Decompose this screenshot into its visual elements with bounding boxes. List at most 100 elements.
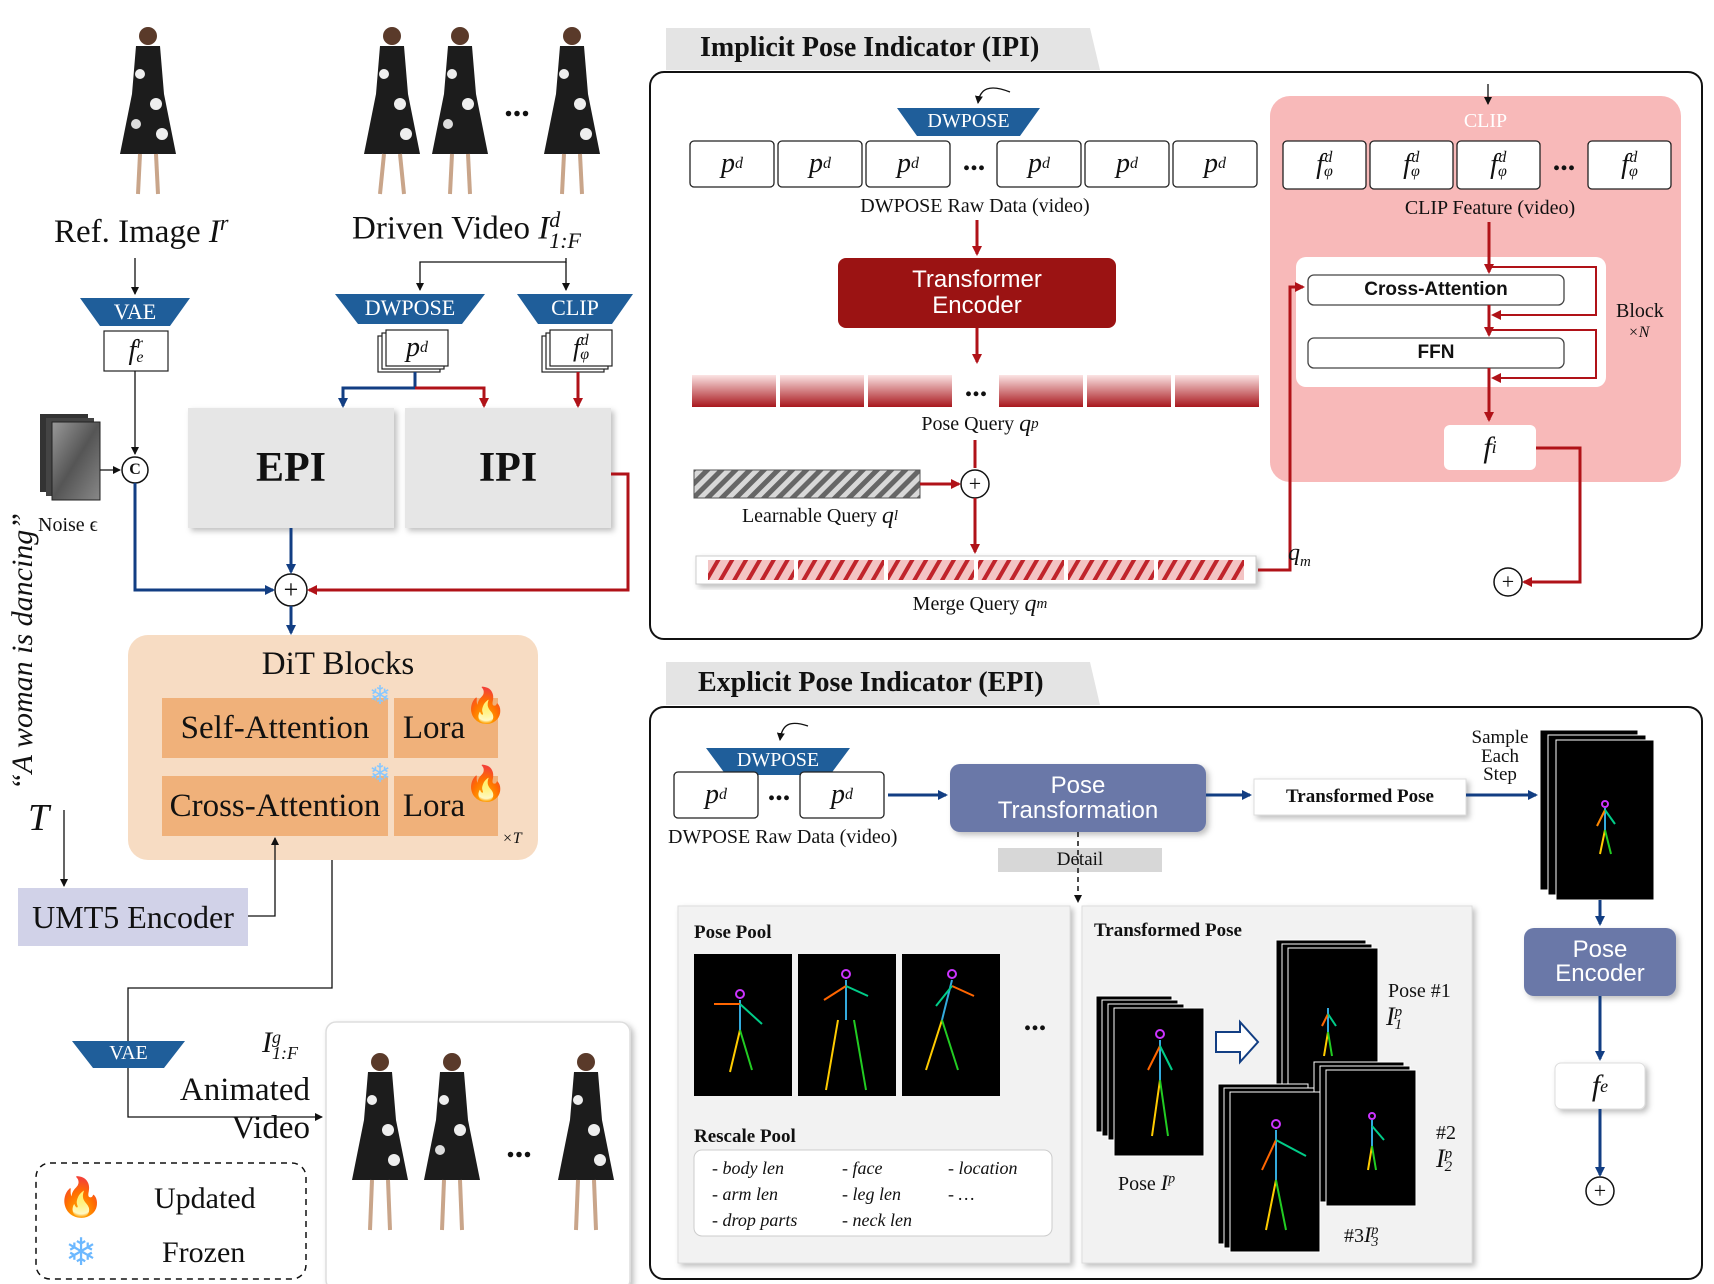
epi-ellipsis: ... — [767, 774, 791, 807]
dwpose-label: DWPOSE — [364, 295, 456, 320]
ipi-block — [405, 408, 611, 528]
vae-bottom-trapezoid — [72, 1041, 185, 1068]
left-arrows — [60, 258, 630, 1121]
clip-feature-label: CLIP Feature (video) — [1404, 196, 1576, 219]
ipi-title: Implicit Pose Indicator (IPI) — [700, 32, 1040, 63]
epi-title-tab — [666, 662, 1100, 705]
legend-snowflake-icon: ❄ — [65, 1231, 97, 1274]
noise-stack — [40, 414, 101, 501]
epi-label: EPI — [255, 445, 326, 491]
rescale-item: - leg len — [842, 1184, 901, 1204]
epi-title: Explicit Pose Indicator (EPI) — [698, 667, 1044, 698]
legend-fire-icon: 🔥 — [57, 1177, 105, 1219]
ipi-label: IPI — [478, 445, 538, 491]
block-cross-attention-label: Cross-Attention — [1364, 279, 1508, 300]
ipi-clip-label: CLIP — [1463, 109, 1508, 132]
lora-label-2: Lora — [402, 787, 466, 824]
umt5-box — [18, 888, 248, 946]
ffn-label: FFN — [1417, 342, 1455, 363]
rescale-item: - drop parts — [712, 1210, 798, 1230]
snowflake-icon: ❄ — [369, 759, 391, 788]
animated-line1: Animated — [179, 1072, 310, 1108]
rescale-pool-label: Rescale Pool — [694, 1126, 796, 1147]
ipi-raw-data-label: DWPOSE Raw Data (video) — [860, 194, 1090, 217]
ipi-plus-1: + — [968, 471, 982, 496]
detail-tag — [998, 848, 1162, 872]
ipi-arrows — [920, 84, 1597, 587]
pose-transformation-box — [950, 764, 1206, 832]
pose-pool-ellipsis: ... — [1023, 1004, 1047, 1037]
text-symbol: T — [28, 797, 50, 839]
pose1-label: Pose #1 — [1388, 980, 1451, 1002]
transformer-encoder-box — [838, 258, 1116, 328]
clip-f-boxes — [1282, 140, 1672, 190]
animated-line2: Video — [231, 1110, 310, 1146]
animated-video-panel — [325, 1021, 631, 1284]
umt5-label: UMT5 Encoder — [32, 898, 234, 935]
qm-symbol: qm — [1288, 540, 1311, 570]
noise-label: Noise ϵ — [38, 514, 98, 536]
snowflake-icon: ❄ — [369, 681, 391, 710]
transformed-pose-panel-label: Transformed Pose — [1094, 920, 1242, 941]
dit-title: DiT Blocks — [261, 645, 415, 682]
vae-bottom-label: VAE — [109, 1041, 148, 1064]
transformed-pose-tag — [1253, 778, 1467, 816]
ref-image-figure — [120, 27, 176, 195]
epi-arrows — [776, 722, 1605, 1177]
ref-image-label: Ref. Image Ir — [54, 210, 229, 250]
times-t: ×T — [502, 830, 522, 847]
pose2-label: #2 — [1436, 1122, 1456, 1144]
rescale-item: - neck len — [842, 1210, 912, 1230]
rescale-item: - location — [948, 1158, 1018, 1178]
fire-icon: 🔥 — [464, 688, 508, 725]
legend-box — [35, 1162, 307, 1280]
rescale-item: - … — [948, 1184, 975, 1204]
cross-attention-label: Cross-Attention — [169, 787, 381, 824]
driven-ellipsis: ... — [504, 87, 530, 124]
animated-video-figures — [352, 1053, 614, 1231]
animated-ellipsis: ... — [506, 1128, 532, 1165]
merge-query-bars — [708, 560, 1244, 580]
prompt-text: “A woman is dancing” — [6, 513, 39, 790]
block-label: Block — [1616, 300, 1664, 322]
epi-block — [188, 408, 394, 528]
clip-label: CLIP — [551, 295, 599, 320]
ipi-pd-boxes — [689, 140, 1258, 188]
clip-trapezoid — [517, 294, 633, 324]
pose-encoder-box — [1524, 928, 1676, 996]
transformed-pose-images — [1095, 939, 1417, 1253]
sum-symbol: + — [283, 575, 299, 604]
epi-raw-data-label: DWPOSE Raw Data (video) — [668, 826, 898, 848]
epi-plus: + — [1593, 1178, 1607, 1203]
lora-label-1: Lora — [402, 709, 466, 746]
concat-symbol: C — [129, 461, 141, 478]
dwpose-trapezoid — [335, 294, 485, 324]
legend-updated: Updated — [154, 1182, 256, 1215]
rescale-item: - face — [842, 1158, 883, 1178]
pose-query-bars — [692, 375, 1259, 407]
legend-frozen: Frozen — [162, 1236, 246, 1269]
ipi-ellipsis-1: ... — [962, 144, 986, 177]
ipi-plus-2: + — [1501, 569, 1515, 594]
rescale-pool-box — [693, 1149, 1053, 1237]
